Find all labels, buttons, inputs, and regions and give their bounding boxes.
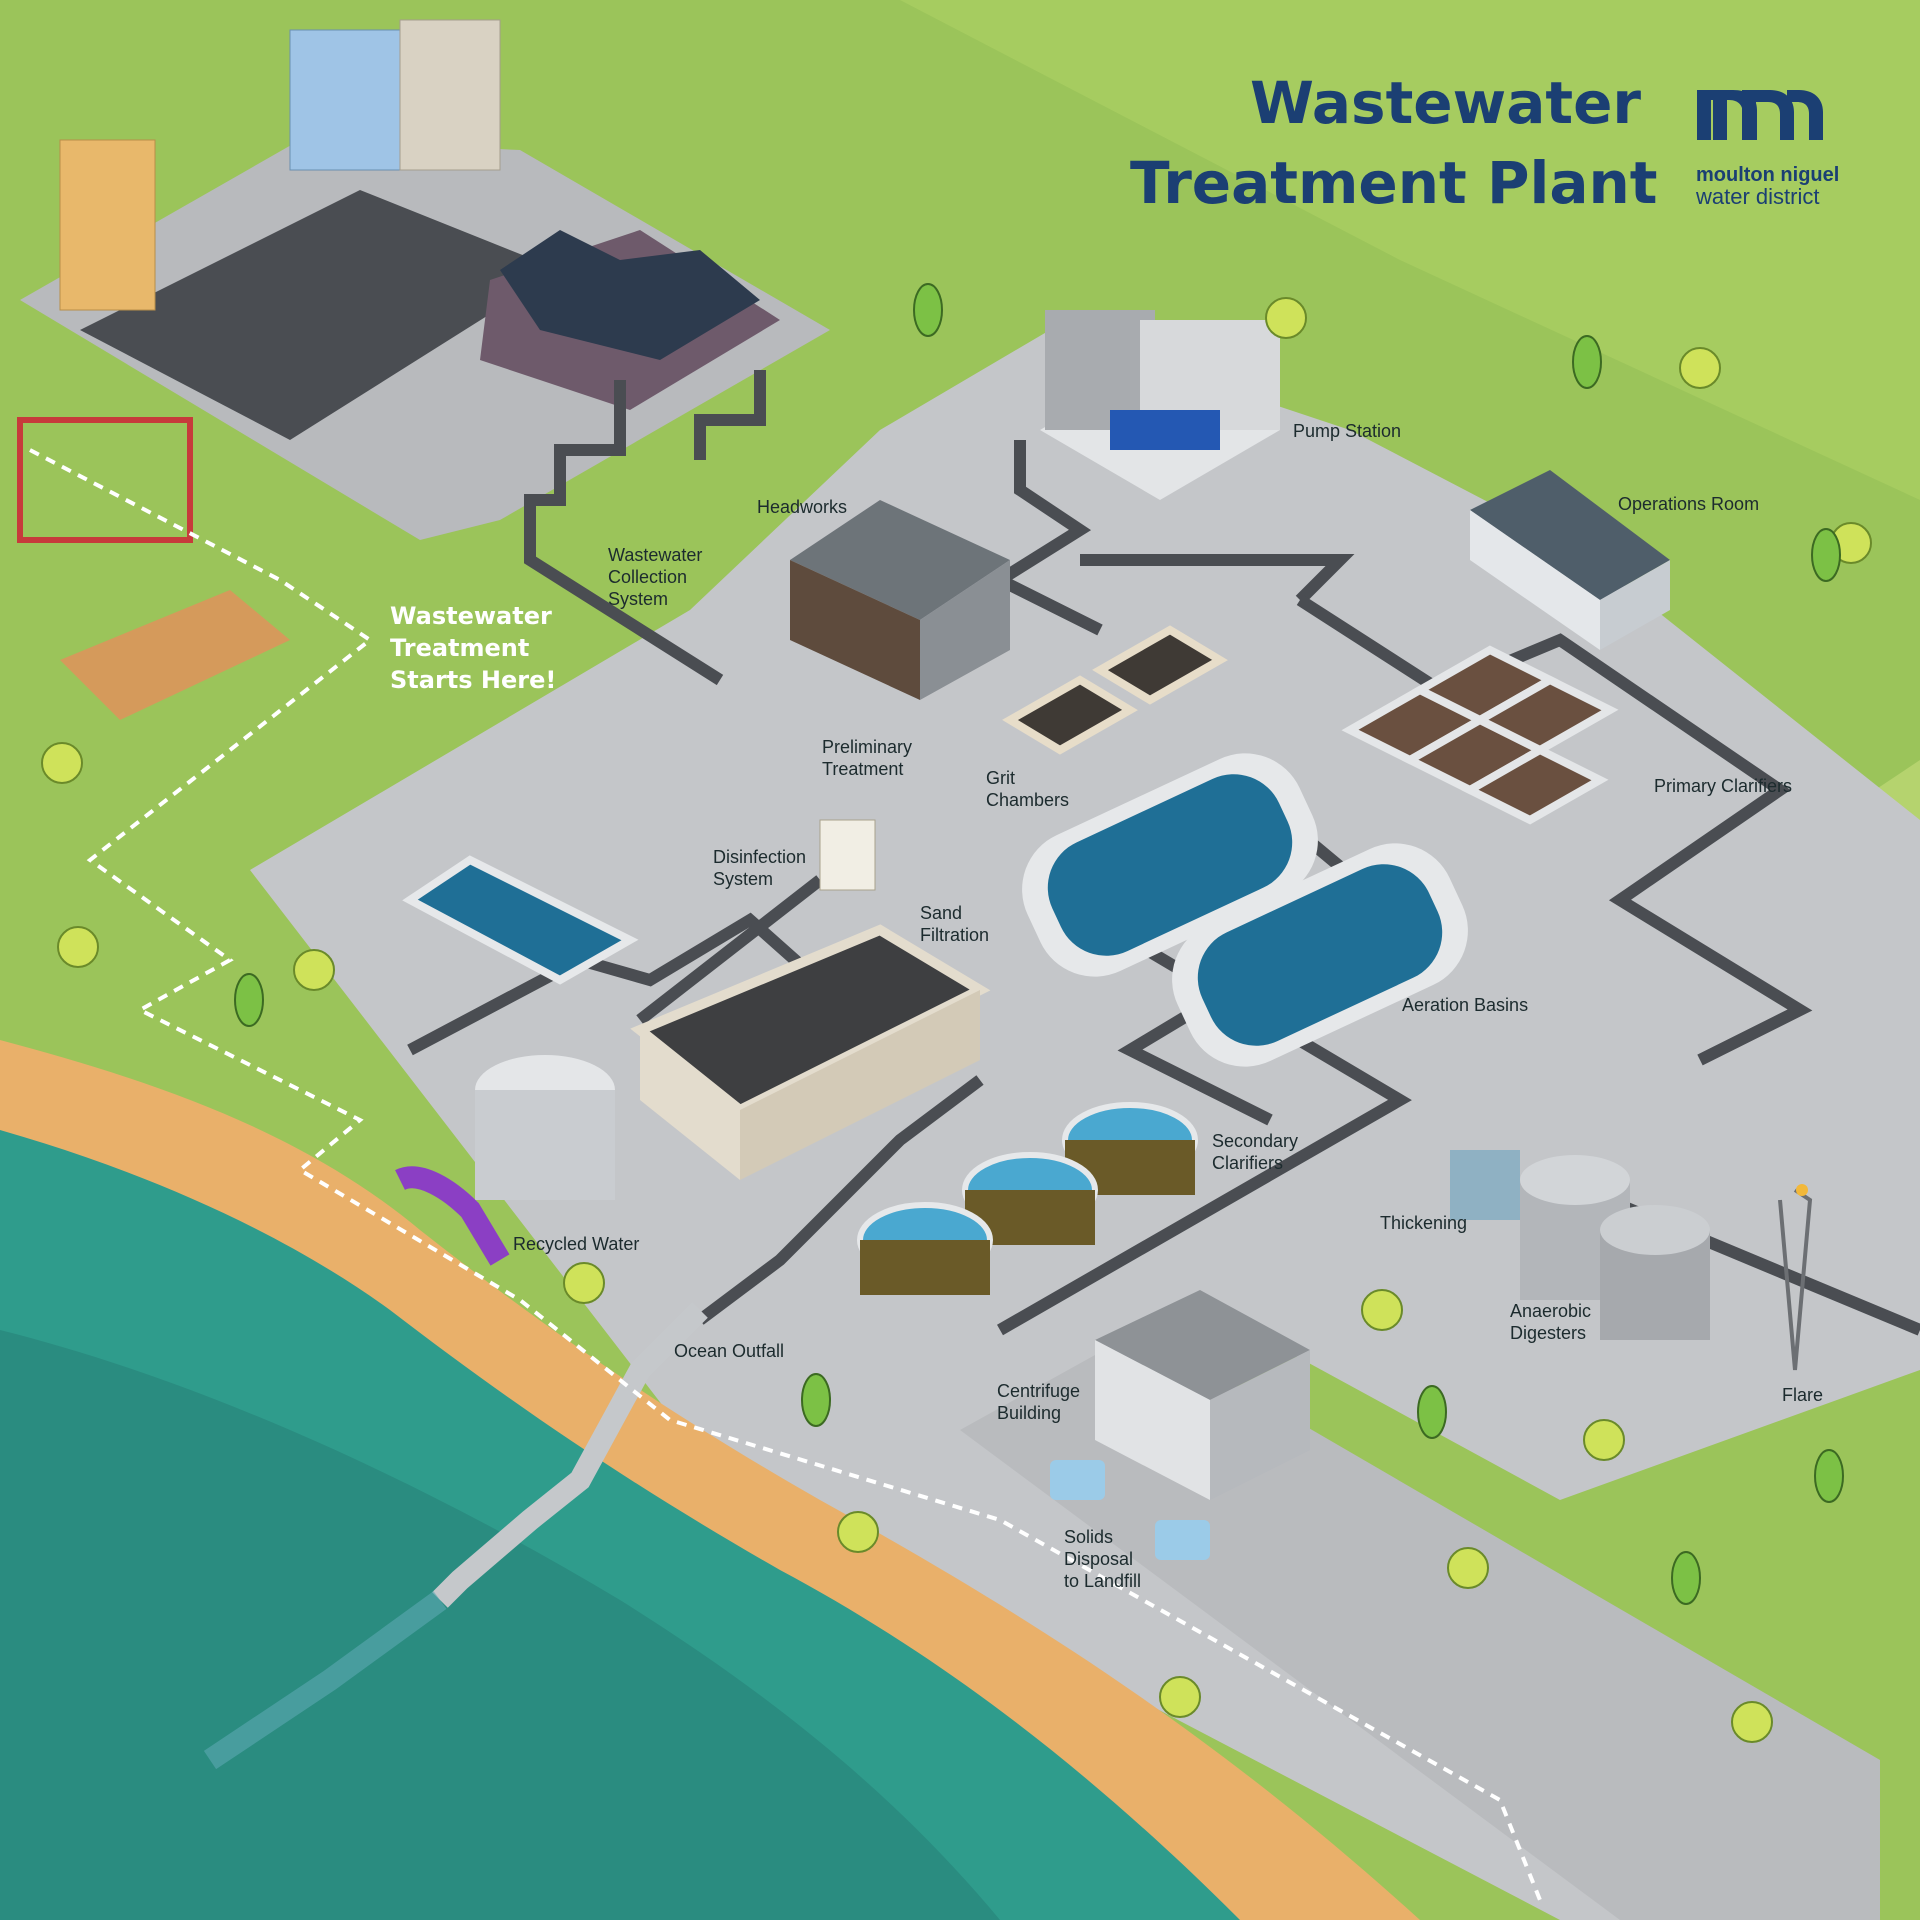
playground: [17, 417, 193, 543]
sand-filtration-side: [740, 990, 980, 1180]
aeration-basin-1-water: [1047, 774, 1293, 956]
label-operations-room: Operations Room: [1618, 494, 1760, 514]
label-centrifuge-building: Centrifuge Building: [997, 1381, 1081, 1423]
title-line-2: Treatment Plant: [1130, 149, 1658, 217]
flare-flame: [1796, 1184, 1808, 1196]
contact-basin: [402, 855, 639, 985]
secondary-clarifiers: [857, 1102, 1198, 1295]
logo-mark: [1697, 90, 1823, 140]
houses-roofs: [500, 230, 760, 360]
label-thickening: Thickening: [1380, 1213, 1468, 1233]
centrifuge-side: [1210, 1350, 1310, 1500]
disinfection-tank: [819, 819, 876, 891]
ocean-outfall-pipe: [432, 1302, 708, 1608]
truck-2: [1155, 1520, 1210, 1560]
title-line-1: Wastewater: [1250, 69, 1642, 137]
centrifuge-roof: [1095, 1290, 1310, 1400]
label-anaerobic-digesters: Anaerobic Digesters: [1510, 1301, 1592, 1343]
headworks-roof: [790, 500, 1010, 620]
centrifuge-front: [1095, 1340, 1210, 1500]
label-primary-clarifiers: Primary Clarifiers: [1654, 776, 1793, 796]
recycled-water-tank-body: [475, 1090, 615, 1200]
anaerobic-digester-2-top: [1600, 1205, 1710, 1255]
office-building-1: [289, 29, 401, 171]
operations-room-roof: [1470, 470, 1670, 600]
grass-highlight: [900, 0, 1920, 500]
thickening-tank: [1450, 1150, 1520, 1220]
primary-clarifier-beds: [1341, 645, 1619, 825]
brand-name: moulton niguel: [1696, 164, 1840, 186]
collection-pipe-2: [694, 370, 766, 460]
label-pump-station: Pump Station: [1293, 421, 1402, 441]
collection-pipe: [524, 380, 724, 686]
label-preliminary-treatment: Preliminary Treatment: [822, 737, 913, 779]
label-grit-chambers: Grit Chambers: [986, 768, 1070, 810]
start-message: Wastewater Treatment Starts Here!: [390, 602, 557, 694]
label-recycled-water: Recycled Water: [513, 1234, 640, 1254]
label-disinfection-system: Disinfection System: [713, 847, 807, 889]
walking-path: [29, 448, 1542, 1901]
office-building-3: [59, 139, 156, 311]
anaerobic-digester-1-top: [1520, 1155, 1630, 1205]
label-headworks: Headworks: [757, 497, 848, 517]
ocean-outfall-underwater: [203, 1591, 447, 1770]
headworks-side: [920, 560, 1010, 700]
label-sand-filtration: Sand Filtration: [920, 903, 990, 945]
label-aeration-basins: Aeration Basins: [1402, 995, 1529, 1015]
aeration-basin-2-water: [1197, 864, 1443, 1046]
recycled-water-pipe: [395, 1166, 510, 1266]
grit-chamber-1: [1002, 675, 1138, 755]
label-ocean-outfall: Ocean Outfall: [674, 1341, 785, 1361]
pump-units: [1110, 410, 1220, 450]
ocean-deep: [0, 1330, 1000, 1920]
label-secondary-clarifiers: Secondary Clarifiers: [1212, 1131, 1299, 1173]
label-solids-disposal: Solids Disposal to Landfill: [1064, 1527, 1142, 1591]
label-wastewater-collection: Wastewater Collection System: [608, 545, 703, 609]
process-pipes: [407, 440, 1920, 1336]
truck-1: [1050, 1460, 1105, 1500]
label-flare: Flare: [1782, 1385, 1824, 1405]
headworks-body: [790, 560, 920, 700]
operations-room-side: [1600, 560, 1670, 650]
grit-chamber-2: [1092, 625, 1228, 705]
trees: [41, 297, 1872, 1743]
brand-tagline: water district: [1696, 184, 1820, 209]
sand-filtration-front: [640, 1030, 740, 1180]
park: [60, 590, 290, 720]
city-road: [80, 190, 560, 440]
office-building-2: [399, 19, 501, 171]
pine-trees: [234, 283, 1844, 1605]
operations-room-wall: [1470, 510, 1600, 650]
